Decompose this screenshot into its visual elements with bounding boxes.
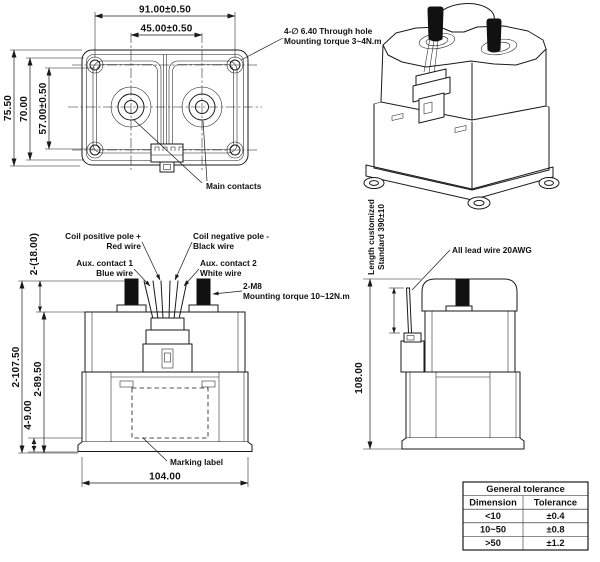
label-marking: Marking label (170, 457, 223, 467)
top-view: 91.00±0.50 45.00±0.50 75.50 70.00 57.00±… (3, 5, 382, 192)
side-annotations: All lead wire 20AWG (411, 245, 532, 291)
table-row: <10 ±0.4 (485, 511, 565, 521)
label-coil-positive: Coil positive pole + (65, 231, 141, 241)
dim-wire-length-line1: Length customized (366, 199, 376, 275)
label-aux-contact-1: Aux. contact 1 (76, 258, 133, 268)
label-blue-wire: Blue wire (96, 268, 133, 278)
label-main-contacts: Main contacts (206, 181, 262, 191)
table-cell-tol-0: ±0.4 (546, 511, 565, 521)
iso-body (373, 25, 550, 191)
label-m8-torque: Mounting torque 10~12N.m (243, 291, 350, 301)
front-dimensions: 2-(18.00) 2-107.50 2-89.50 4-9.00 104.00 (11, 233, 249, 487)
dim-wire-length-line2: Standard 390±10 (376, 204, 386, 270)
front-annotations: Coil positive pole + Red wire Coil negat… (65, 231, 350, 467)
label-lead-wire: All lead wire 20AWG (452, 245, 532, 255)
dim-hole-spacing: 70.00 (19, 96, 30, 122)
marking-label-area (131, 387, 209, 439)
front-view: 2-(18.00) 2-107.50 2-89.50 4-9.00 104.00… (11, 231, 350, 487)
note-through-hole-line1: 4-∅ 6.40 Through hole (284, 26, 373, 36)
dim-body-height: 2-89.50 (33, 361, 44, 397)
side-view: Length customized Standard 390±10 108.00… (354, 199, 532, 450)
table-cell-tol-1: ±0.8 (546, 525, 564, 535)
table-header-dimension: Dimension (469, 498, 517, 508)
label-white-wire: White wire (200, 268, 242, 278)
dim-overall-height: 75.50 (3, 95, 14, 121)
table-cell-dim-2: >50 (485, 538, 501, 548)
table-header-tolerance: Tolerance (534, 498, 577, 508)
side-body (400, 278, 525, 450)
label-aux-contact-2: Aux. contact 2 (200, 258, 257, 268)
table-cell-dim-0: <10 (485, 511, 501, 521)
side-dimensions: Length customized Standard 390±10 108.00 (354, 199, 421, 450)
isometric-view (363, 3, 560, 210)
table-row: >50 ±1.2 (485, 538, 564, 548)
table-cell-tol-2: ±1.2 (546, 538, 564, 548)
iso-terminals-and-wires (412, 3, 502, 124)
label-red-wire: Red wire (106, 241, 141, 251)
front-body (77, 278, 253, 452)
dim-contact-height: 57.00±0.50 (38, 82, 49, 134)
top-view-dimensions: 91.00±0.50 45.00±0.50 75.50 70.00 57.00±… (3, 5, 236, 167)
table-title: General tolerance (486, 484, 565, 494)
iso-base (363, 164, 560, 210)
dim-foot-height: 4-9.00 (23, 400, 34, 430)
label-m8-stud: 2-M8 (243, 281, 262, 291)
table-row: 10~50 ±0.8 (480, 525, 565, 535)
dim-side-height: 108.00 (354, 362, 365, 394)
note-through-hole-line2: Mounting torque 3~4N.m (284, 36, 382, 46)
dim-base-width: 104.00 (149, 472, 181, 483)
top-view-body (68, 33, 262, 173)
dim-overall-width: 91.00±0.50 (139, 5, 191, 16)
table-cell-dim-1: 10~50 (480, 525, 506, 535)
dim-total-height: 2-107.50 (11, 346, 22, 387)
dim-contact-spacing: 45.00±0.50 (141, 24, 193, 35)
tolerance-table: General tolerance Dimension Tolerance <1… (462, 481, 589, 551)
dim-stud-height: 2-(18.00) (29, 233, 40, 275)
top-view-annotations: 4-∅ 6.40 Through hole Mounting torque 3~… (133, 26, 382, 191)
label-black-wire: Black wire (193, 241, 234, 251)
label-coil-negative: Coil negative pole - (193, 231, 269, 241)
